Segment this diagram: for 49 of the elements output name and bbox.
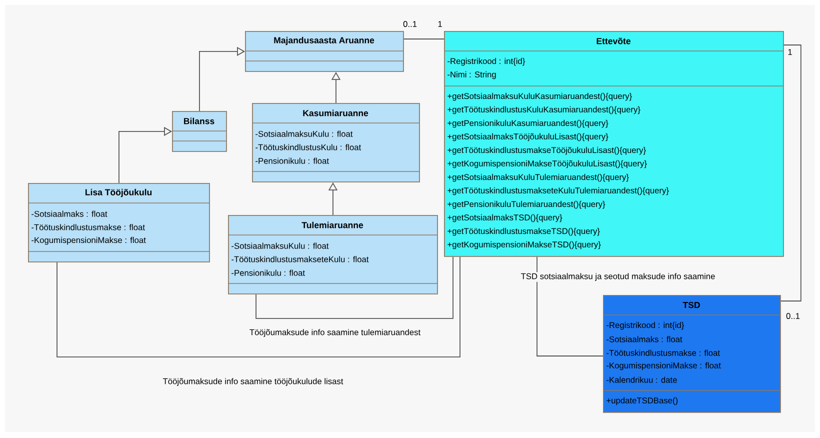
multiplicity: 1 (438, 21, 442, 27)
class-box: TSD -Registrikood : int{id} -Sotsiaalmaks : float -Töötuskindlustusmakse : float -KogumispensioniMakse : float -Kalendrikuu : date +updateTSDBase() (602, 295, 781, 413)
association-line (256, 256, 454, 319)
attribute: -KogumispensioniMakse : float (32, 236, 146, 245)
attribute: -Töötuskindlustusmakse : float (32, 224, 145, 230)
operation: +getTöötuskindlustusmakseTSD(){query} (448, 228, 600, 236)
generalization-arrow (199, 46, 245, 112)
attribute: -SotsiaalmaksuKulu : float (232, 242, 329, 249)
attribute: -TöötuskindlustusmakseteKulu : float (232, 256, 369, 262)
attribute: -Registrikood : int{id} (606, 322, 684, 330)
operation: +getSotsiaalmaksuKuluTulemiaruandest(){query} (448, 174, 629, 182)
operation: +getKogumispensioniMakseTööjõukuluLisast(){query} (448, 160, 647, 168)
operation: +getTöötuskindlustusmakseTööjõukuluLisast(){query} (448, 146, 646, 155)
attribute: -Nimi : String (448, 71, 496, 80)
class-box: Tulemiaruanne -SotsiaalmaksuKulu : float -TöötuskindlustusmakseteKulu : float -Pensionikulu : float (228, 215, 438, 294)
generalization-arrow (118, 126, 172, 184)
class-box: Ettevõte -Registrikood : int{id} -Nimi : String +getSotsiaalmaksuKuluKasumiaruandest(){query} +getTöötuskindlustusKuluKasumiaruandest(){query} +getPensionikuluKasumiaruandest(){query} +getSotsiaalmaksTööjõukuluLisast(){query} +getTöötuskindlustusmakseTööjõukuluLisast(){query} +getKogumispensioniMakseTööjõukuluLisast(){query} +getSotsiaalmaksuKuluTulemiaruandest(){query} +getTöötuskindlustusmakseteKuluTulemiaruandest(){query} +getPensionikuluTulemiaruandest(){query} +getSotsiaalmaksTSD(){query} +getTöötuskindlustusmakseTSD(){query} +getKogumispensioniMakseTSD(){query} (444, 31, 784, 257)
class-box: Lisa Tööjõukulu -Sotsiaalmaks : float -Töötuskindlustusmakse : float -KogumispensioniMakse : float (28, 183, 210, 262)
operation: +updateTSDBase() (606, 397, 678, 406)
attribute: -Pensionikulu : float (232, 270, 305, 276)
association-line (536, 256, 604, 356)
operation: +getSotsiaalmaksuKuluKasumiaruandest(){query} (448, 92, 632, 101)
attribute: -Kalendrikuu : date (606, 376, 677, 383)
attribute: -Pensionikulu : float (256, 158, 329, 164)
attribute: -Sotsiaalmaks : float (32, 210, 108, 217)
operation: +getTöötuskindlustusmakseteKuluTulemiaruandest(){query} (448, 187, 669, 196)
operation: +getTöötuskindlustusKuluKasumiaruandest(){query} (448, 106, 640, 114)
operation: +getPensionikuluTulemiaruandest(){query} (448, 200, 606, 209)
attribute: -TöötuskindlustusKulu : float (256, 144, 362, 150)
edge-label: Tööjõumaksude info saamine tööjõukulude lisast (162, 377, 344, 387)
multiplicity: 1 (788, 49, 792, 55)
association-line (403, 38, 444, 40)
attribute: -Töötuskindlustusmakse : float (606, 350, 720, 356)
operation: +getSotsiaalmaksTööjõukuluLisast(){query} (448, 133, 608, 142)
attribute: -SotsiaalmaksuKulu : float (256, 130, 353, 137)
class-box: Kasumiaruanne -SotsiaalmaksuKulu : float -TöötuskindlustusKulu : float -Pensionikulu : float (252, 103, 420, 182)
attribute: -Registrikood : int{id} (448, 58, 526, 66)
edge-label: Tööjõumaksude info saamine tulemiaruandest (248, 328, 422, 338)
association-line (56, 256, 460, 358)
edge-label: TSD sotsiaalmaksu ja seotud maksude info saamine (520, 272, 716, 282)
operation: +getSotsiaalmaksTSD(){query} (448, 214, 562, 222)
class-box: Bilanss (172, 111, 227, 152)
operation: +getPensionikuluKasumiaruandest(){query} (448, 120, 608, 128)
class-box: Majandusaasta Aruanne (244, 31, 404, 72)
multiplicity: 0..1 (403, 21, 417, 27)
association-line (780, 44, 802, 302)
attribute: -Sotsiaalmaks : float (606, 336, 682, 342)
operation: +getKogumispensioniMakseTSD(){query} (448, 241, 601, 250)
attribute: -KogumispensioniMakse : float (606, 362, 721, 370)
